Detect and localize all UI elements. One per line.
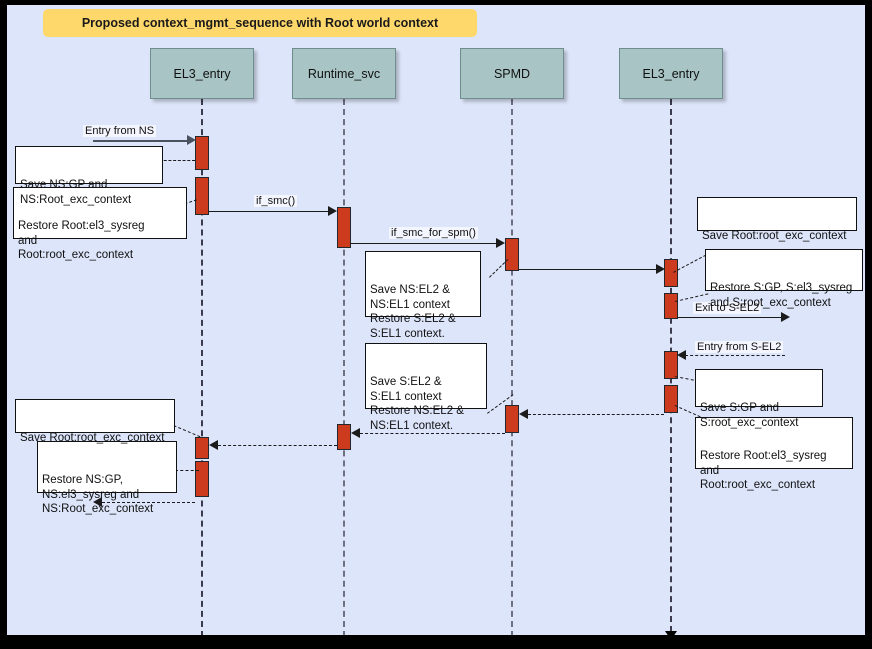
page-title: Proposed context_mgmt_sequence with Root… xyxy=(81,16,439,30)
diagram-title-banner: Proposed context_mgmt_sequence with Root… xyxy=(43,9,477,37)
note-text: Restore Root:el3_sysreg and Root:root_ex… xyxy=(18,220,145,261)
message-arrowhead-spmd-to-el3-entry xyxy=(656,264,665,274)
participant-el3-entry-left[interactable]: EL3_entry xyxy=(150,48,254,99)
activation-bar xyxy=(195,177,209,215)
note-save-s-el2-restore-ns-el2: Save S:EL2 & S:EL1 context Restore NS:EL… xyxy=(365,343,487,432)
note-text: Restore NS:GP, NS:el3_sysreg and NS:Root… xyxy=(42,474,154,515)
note-restore-root-el3-sysreg: Restore Root:el3_sysreg and Root:root_ex… xyxy=(13,187,187,261)
activation-bar xyxy=(195,461,209,497)
note-restore-ns-gp: Restore NS:GP, NS:el3_sysreg and NS:Root… xyxy=(37,441,177,515)
note-connector xyxy=(675,293,709,302)
note-connector xyxy=(175,470,199,471)
activation-bar xyxy=(337,424,351,450)
message-arrowhead-if-smc-for-spm xyxy=(496,238,505,248)
activation-bar xyxy=(664,385,678,413)
message-arrowhead-exit-to-s-el2 xyxy=(781,312,790,322)
message-line-entry-from-s-el2 xyxy=(685,355,785,356)
participant-label: SPMD xyxy=(493,66,531,81)
message-line-entry-from-ns xyxy=(93,140,189,142)
note-text: Save S:EL2 & S:EL1 context Restore NS:EL… xyxy=(370,376,464,432)
message-label-entry-from-ns: Entry from NS xyxy=(83,125,157,137)
note-save-ns-el2-restore-s-el2: Save NS:EL2 & NS:EL1 context Restore S:E… xyxy=(365,251,481,340)
participant-label: EL3_entry xyxy=(173,66,231,81)
message-line-if-smc xyxy=(208,211,330,212)
note-connector xyxy=(159,160,195,161)
message-label-exit-to-s-el2: Exit to S-EL2 xyxy=(693,302,762,314)
note-text: Save Root:root_exc_context xyxy=(20,432,165,444)
message-arrowhead-return-to-spmd xyxy=(519,409,528,419)
activation-bar xyxy=(337,207,351,248)
message-arrowhead-return-to-runtime-svc xyxy=(351,428,360,438)
lifeline-end-arrow-el3-entry-right xyxy=(665,631,677,635)
note-save-s-gp: Save S:GP and S:root_exc_context xyxy=(695,369,823,429)
participant-el3-entry-right[interactable]: EL3_entry xyxy=(619,48,723,99)
activation-bar xyxy=(664,351,678,379)
message-label-if-smc: if_smc() xyxy=(254,195,298,207)
activation-bar xyxy=(195,437,209,459)
activation-bar xyxy=(505,238,519,271)
note-text: Restore S:GP, S:el3_sysreg and S:root_ex… xyxy=(710,282,853,309)
message-arrowhead-if-smc xyxy=(328,206,337,216)
lifeline-runtime-svc xyxy=(343,99,345,635)
message-label-if-smc-for-spm: if_smc_for_spm() xyxy=(389,227,478,239)
message-arrowhead-final-return xyxy=(93,497,102,507)
message-line-return-to-spmd xyxy=(528,414,664,415)
participant-spmd[interactable]: SPMD xyxy=(460,48,564,99)
note-text: Save NS:EL2 & NS:EL1 context Restore S:E… xyxy=(370,284,456,340)
message-arrowhead-return-to-el3-entry xyxy=(209,440,218,450)
message-label-entry-from-s-el2: Entry from S-EL2 xyxy=(695,341,784,353)
participant-runtime-svc[interactable]: Runtime_svc xyxy=(292,48,396,99)
lifeline-spmd xyxy=(511,99,513,635)
note-save-root-exc-context-right: Save Root:root_exc_context xyxy=(697,197,857,242)
message-line-return-to-el3-entry xyxy=(218,445,337,446)
activation-bar xyxy=(664,293,678,319)
note-text: Save NS:GP and NS:Root_exc_context xyxy=(20,179,132,206)
message-line-return-to-runtime-svc xyxy=(360,433,505,434)
activation-bar xyxy=(195,136,209,170)
participant-label: Runtime_svc xyxy=(307,66,381,81)
note-restore-root-el3-sysreg-right: Restore Root:el3_sysreg and Root:root_ex… xyxy=(695,417,853,491)
note-text: Restore Root:el3_sysreg and Root:root_ex… xyxy=(700,450,827,491)
message-line-final-return xyxy=(102,502,195,503)
note-save-root-exc-context-left: Save Root:root_exc_context xyxy=(15,399,175,444)
note-text: Save Root:root_exc_context xyxy=(702,230,847,242)
message-line-spmd-to-el3-entry xyxy=(518,269,658,270)
note-text: Save S:GP and S:root_exc_context xyxy=(700,402,799,429)
message-line-exit-to-s-el2 xyxy=(677,317,783,318)
note-restore-s-gp: Restore S:GP, S:el3_sysreg and S:root_ex… xyxy=(705,249,863,309)
lifeline-el3-entry-left xyxy=(201,99,203,635)
participant-label: EL3_entry xyxy=(642,66,700,81)
diagram-board: Proposed context_mgmt_sequence with Root… xyxy=(6,4,866,636)
activation-bar xyxy=(505,405,519,433)
note-save-ns-gp: Save NS:GP and NS:Root_exc_context xyxy=(15,146,163,206)
message-arrowhead-entry-from-ns xyxy=(187,135,196,145)
message-arrowhead-entry-from-s-el2 xyxy=(677,350,686,360)
message-line-if-smc-for-spm xyxy=(350,243,498,244)
activation-bar xyxy=(664,259,678,287)
